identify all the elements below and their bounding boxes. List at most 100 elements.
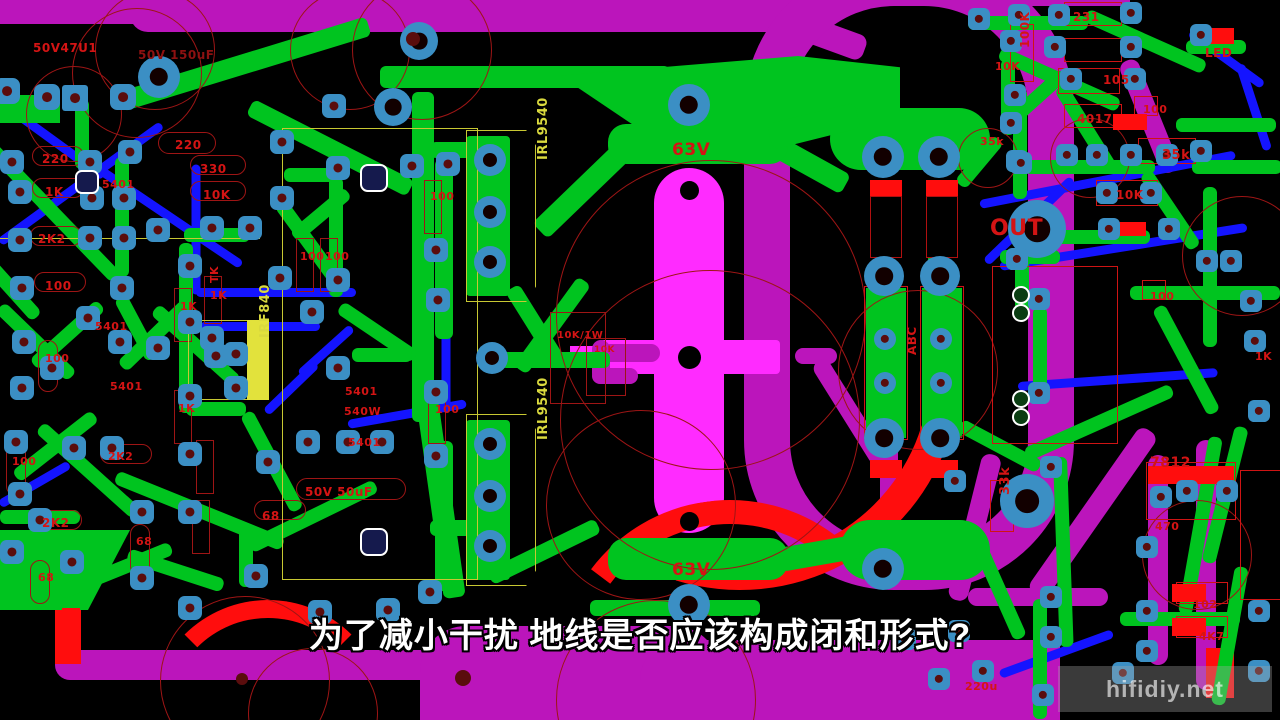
via-large: [374, 88, 412, 126]
via: [28, 508, 52, 532]
silkscreen-label: 50V 50uF: [305, 485, 373, 499]
silk-cap-circle-8: [546, 410, 736, 600]
silk-res-4: [34, 272, 86, 292]
via: [436, 152, 460, 176]
silkscreen-label: 1K: [180, 300, 198, 313]
via: [972, 660, 994, 682]
silkscreen-label: 10K: [594, 345, 615, 355]
via: [60, 550, 84, 574]
silkscreen-label: IRL9540: [536, 97, 551, 160]
pad-mosfet: [474, 480, 506, 512]
via: [296, 430, 320, 454]
pad-resistor: [930, 372, 952, 394]
via: [130, 566, 154, 590]
via: [1196, 250, 1218, 272]
silkscreen-label: IRF840: [258, 284, 273, 338]
silkscreen-label: 4K7: [1199, 630, 1225, 643]
via: [100, 436, 124, 460]
via: [118, 140, 142, 164]
silk-res-r12: [1142, 280, 1166, 300]
via: [1240, 290, 1262, 312]
silk-cap-circle-10: [838, 290, 998, 450]
silkscreen-label: ABC: [905, 326, 919, 355]
via: [1008, 4, 1030, 26]
resistor-body-e: [1113, 114, 1147, 130]
silk-cap-circle-3: [72, 8, 202, 138]
pad-mosfet: [474, 530, 506, 562]
hole-center-bot: [680, 512, 699, 531]
hole-center-mid: [678, 346, 701, 369]
silkscreen-label: 10K: [995, 60, 1021, 73]
silkscreen-label: 68: [262, 509, 280, 523]
silkscreen-label: 220: [42, 152, 69, 166]
via: [1060, 68, 1082, 90]
via: [178, 254, 202, 278]
via: [1120, 144, 1142, 166]
silkscreen-label: 35k: [1162, 148, 1191, 163]
via: [1216, 480, 1238, 502]
pad-resistor: [920, 256, 960, 296]
via-large: [668, 84, 710, 126]
via: [1056, 144, 1078, 166]
component-fill-irf840: [247, 320, 269, 400]
via: [1098, 218, 1120, 240]
pad-resistor: [874, 372, 896, 394]
silkscreen-label: 100: [1150, 290, 1175, 303]
via: [0, 540, 24, 564]
via: [224, 342, 248, 366]
via: [1248, 660, 1270, 682]
watermark-text: hifidiy.net: [1106, 675, 1224, 702]
via: [178, 442, 202, 466]
via: [270, 130, 294, 154]
via: [424, 238, 448, 262]
silk-res-19: [296, 238, 314, 292]
silkscreen-label: IRL9540: [536, 377, 551, 440]
via: [1096, 182, 1118, 204]
silk-res-7: [190, 181, 246, 201]
silkscreen-label: 231: [1073, 10, 1100, 24]
silk-res-20: [320, 238, 338, 292]
silkscreen-label: 100: [300, 250, 325, 263]
via: [1044, 36, 1066, 58]
silk-res-23: [424, 180, 442, 234]
via: [224, 376, 248, 400]
green-trace-l16: [186, 402, 246, 416]
via: [1086, 144, 1108, 166]
silk-res-5: [158, 132, 216, 154]
via: [8, 482, 32, 506]
via: [1112, 662, 1134, 684]
hole-top-banner: [406, 32, 420, 46]
silkscreen-label: 5401: [102, 178, 135, 191]
silkscreen-label: 102: [1193, 598, 1218, 611]
via: [112, 226, 136, 250]
video-subtitle: 为了减小干扰 地线是否应该构成闭和形式?: [308, 617, 972, 655]
via: [1176, 480, 1198, 502]
via: [110, 84, 136, 110]
via: [948, 620, 970, 642]
green-trace-l26: [352, 348, 412, 362]
silkscreen-label: 10K/1W: [557, 330, 604, 341]
silkscreen-label: 5401: [95, 320, 128, 333]
via: [1004, 84, 1026, 106]
via: [1248, 400, 1270, 422]
silkscreen-label: LED: [1205, 46, 1233, 60]
via: [326, 268, 350, 292]
silkscreen-label: 1K: [210, 289, 228, 302]
via: [0, 78, 20, 104]
via: [1136, 640, 1158, 662]
hole-bottom-plane: [455, 670, 471, 686]
silk-res-14: [254, 500, 306, 520]
silkscreen-label: 63V: [672, 140, 711, 160]
via: [10, 376, 34, 400]
via-highlighted: [75, 170, 99, 194]
via: [418, 580, 442, 604]
silkscreen-label: 5401: [110, 380, 143, 393]
silk-res-6: [190, 155, 246, 175]
green-trace-r10: [1176, 118, 1276, 132]
via: [1120, 2, 1142, 24]
via: [0, 150, 24, 174]
silkscreen-label: 2K2: [108, 450, 134, 463]
silkscreen-label: 10K: [203, 188, 231, 202]
silkscreen-label: 4017: [1077, 112, 1113, 126]
